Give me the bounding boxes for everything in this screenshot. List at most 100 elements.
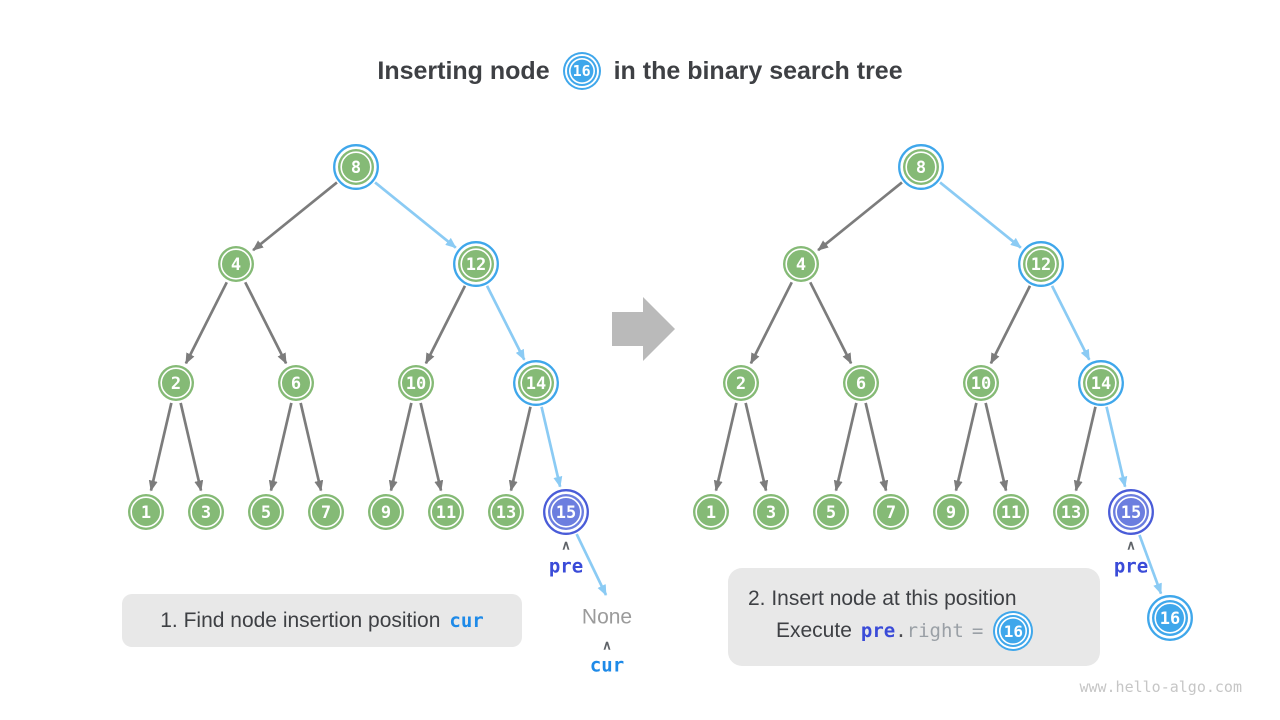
- edges-layer: [148, 181, 1163, 596]
- node-value: 2: [736, 374, 746, 394]
- tree-before-edge-12-10: [424, 285, 467, 365]
- tree-after-edge-10-11: [984, 402, 1009, 492]
- node-value: 11: [436, 503, 456, 523]
- tree-before-edge-14-13: [508, 406, 532, 492]
- tree-before-edge-4-6: [244, 281, 288, 365]
- node-value: 8: [916, 158, 926, 178]
- node-value: 5: [261, 503, 271, 523]
- tree-before-node-2: 2: [158, 365, 194, 401]
- tree-before-node-7: 7: [308, 494, 344, 530]
- tree-after-node-7: 7: [873, 494, 909, 530]
- tree-after-edge-2-3: [744, 402, 769, 492]
- tree-after-node-15: 15: [1108, 489, 1154, 535]
- tree-after-node-4: 4: [783, 246, 819, 282]
- cur-label: cur: [589, 654, 625, 677]
- caption-dot-code: .: [895, 620, 907, 642]
- tree-after-edge-14-15: [1105, 406, 1128, 488]
- page-title: Inserting node 16 in the binary search t…: [0, 49, 1280, 93]
- node-value: 9: [946, 503, 956, 523]
- tree-after-edge-8-4: [817, 181, 903, 252]
- node-value: 6: [291, 374, 301, 394]
- node-value: 15: [1121, 503, 1141, 523]
- node-value: 14: [1091, 374, 1111, 394]
- tree-before-edge-2-3: [179, 402, 204, 492]
- tree-after-edge-15-16: [1138, 534, 1163, 595]
- node-value: 12: [466, 255, 486, 275]
- title-prefix: Inserting node: [377, 56, 550, 85]
- tree-after-node-12: 12: [1018, 241, 1064, 287]
- pre-caret-right: ∧: [1126, 537, 1136, 553]
- tree-before-edge-10-9: [388, 402, 413, 492]
- node-value: 10: [971, 374, 991, 394]
- caption-equals-sign: =: [971, 620, 984, 642]
- node-value: 16: [1160, 609, 1180, 629]
- tree-before-edge-8-4: [252, 181, 338, 252]
- tree-before-node-1: 1: [128, 494, 164, 530]
- pre-label-left: pre: [548, 555, 584, 578]
- node-value: 4: [796, 255, 806, 275]
- tree-after-edges: [713, 181, 1163, 595]
- node-value: 3: [766, 503, 776, 523]
- pre-label-right: pre: [1113, 555, 1149, 578]
- tree-after-edge-8-12: [939, 181, 1022, 249]
- tree-after-edge-10-9: [953, 402, 978, 492]
- cur-caret: ∧: [602, 637, 612, 653]
- tree-before-edges: [148, 181, 608, 596]
- tree-after-edge-12-14: [1050, 285, 1091, 361]
- tree-before-edge-8-12: [374, 181, 457, 249]
- tree-after-node-5: 5: [813, 494, 849, 530]
- node-value: 11: [1001, 503, 1021, 523]
- watermark: www.hello-algo.com: [1079, 678, 1242, 696]
- caption-step2-line2: Execute pre . right = 16: [744, 615, 1084, 647]
- tree-before-node-14: 14: [513, 360, 559, 406]
- node-value: 13: [496, 503, 516, 523]
- caption-node-16-value: 16: [1003, 621, 1023, 641]
- node-value: 6: [856, 374, 866, 394]
- tree-before-node-9: 9: [368, 494, 404, 530]
- tree-after-node-10: 10: [963, 365, 999, 401]
- caption-execute-text: Execute: [776, 619, 852, 642]
- node-value: 3: [201, 503, 211, 523]
- none-label: None: [581, 605, 633, 629]
- tree-before-node-3: 3: [188, 494, 224, 530]
- node-value: 8: [351, 158, 361, 178]
- tree-after-node-1: 1: [693, 494, 729, 530]
- node-value: 13: [1061, 503, 1081, 523]
- tree-before-edge-14-15: [540, 406, 563, 488]
- tree-after-edge-14-13: [1073, 406, 1097, 492]
- tree-before-node-10: 10: [398, 365, 434, 401]
- node-value: 5: [826, 503, 836, 523]
- caption-step1-text: 1. Find node insertion position: [160, 608, 441, 632]
- caption-step1-cur-code: cur: [449, 609, 484, 632]
- node-value: 7: [321, 503, 331, 523]
- tree-before-edge-2-1: [148, 402, 173, 492]
- tree-before-edge-4-2: [184, 281, 228, 365]
- tree-before-node-11: 11: [428, 494, 464, 530]
- node-value: 9: [381, 503, 391, 523]
- transition-block-arrow: [612, 297, 675, 361]
- tree-after-node-3: 3: [753, 494, 789, 530]
- tree-after-node-9: 9: [933, 494, 969, 530]
- node-value: 15: [556, 503, 576, 523]
- pre-caret-left: ∧: [561, 537, 571, 553]
- tree-before-edge-12-14: [485, 285, 526, 361]
- caption-step1: 1. Find node insertion position cur: [122, 594, 522, 647]
- tree-before-edge-10-11: [419, 402, 444, 492]
- tree-before-node-12: 12: [453, 241, 499, 287]
- tree-before-edge-6-5: [268, 402, 293, 492]
- caption-node-16-badge: 16: [997, 615, 1030, 647]
- tree-after-node-11: 11: [993, 494, 1029, 530]
- tree-after-node-13: 13: [1053, 494, 1089, 530]
- node-value: 10: [406, 374, 426, 394]
- caption-step2-line1: 2. Insert node at this position: [748, 587, 1017, 610]
- node-value: 12: [1031, 255, 1051, 275]
- node-value: 1: [141, 503, 151, 523]
- tree-after-edge-2-1: [713, 402, 738, 492]
- title-node-16-badge: 16: [566, 56, 597, 86]
- tree-before-node-6: 6: [278, 365, 314, 401]
- node-value: 7: [886, 503, 896, 523]
